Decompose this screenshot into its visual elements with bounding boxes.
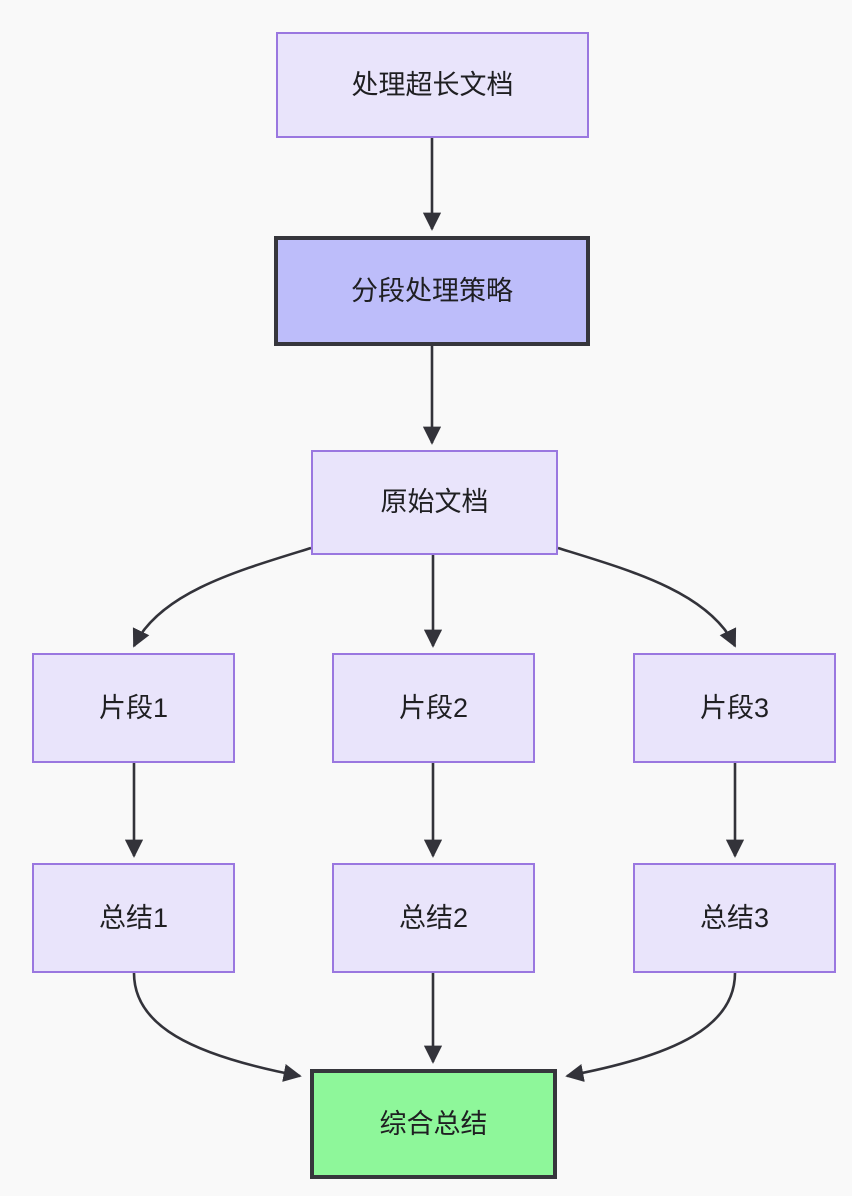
node-label: 片段1 [98, 692, 169, 723]
node-source-document[interactable]: 原始文档 [311, 450, 558, 555]
node-label: 片段2 [398, 692, 469, 723]
edge-source-to-chunk1 [132, 546, 312, 648]
edge-summary3-to-final [565, 972, 737, 1082]
node-summary-2[interactable]: 总结2 [332, 863, 535, 973]
node-combined-summary[interactable]: 综合总结 [310, 1069, 557, 1179]
node-label: 总结2 [398, 902, 469, 933]
node-chunk-2[interactable]: 片段2 [332, 653, 535, 763]
node-label: 分段处理策略 [351, 275, 513, 306]
node-label: 总结3 [699, 902, 770, 933]
node-summary-3[interactable]: 总结3 [633, 863, 836, 973]
node-chunk-3[interactable]: 片段3 [633, 653, 836, 763]
node-label: 原始文档 [380, 487, 489, 518]
edge-source-to-chunk3 [557, 546, 737, 648]
node-label: 综合总结 [379, 1108, 488, 1139]
node-label: 片段3 [699, 692, 770, 723]
node-summary-1[interactable]: 总结1 [32, 863, 235, 973]
node-label: 总结1 [98, 902, 169, 933]
edge-summary1-to-final [132, 972, 302, 1082]
node-chunking-strategy[interactable]: 分段处理策略 [274, 236, 590, 346]
node-label: 处理超长文档 [351, 69, 514, 100]
node-chunk-1[interactable]: 片段1 [32, 653, 235, 763]
node-process-long-document[interactable]: 处理超长文档 [276, 32, 589, 138]
